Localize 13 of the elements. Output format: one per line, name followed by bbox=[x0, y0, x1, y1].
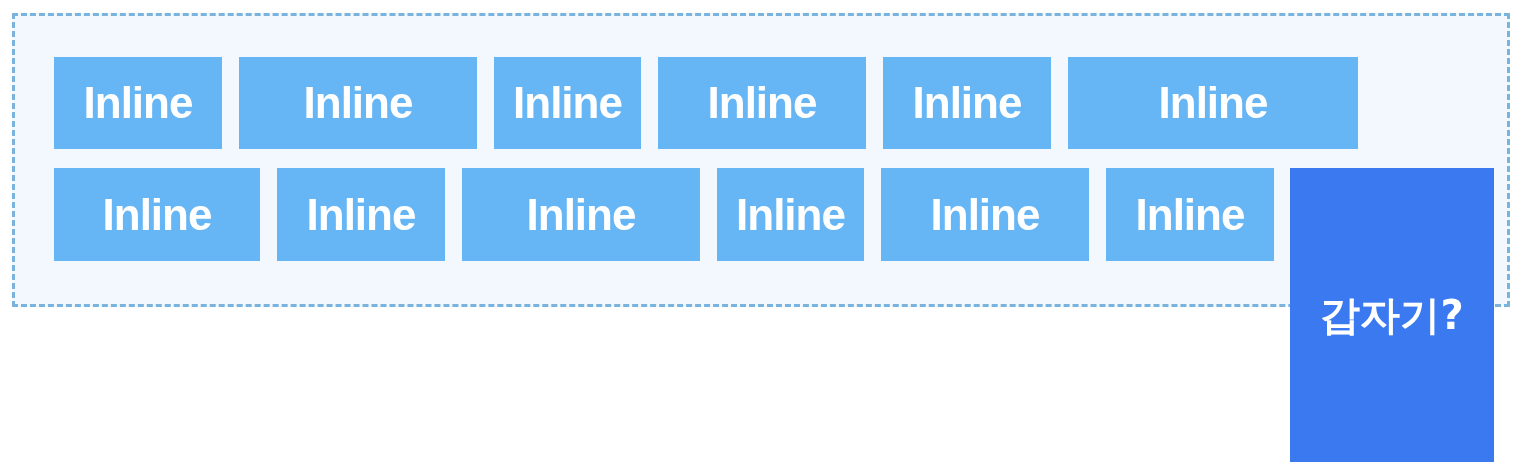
inline-box: Inline bbox=[277, 168, 445, 261]
tall-box: 갑자기? bbox=[1290, 168, 1494, 462]
inline-box: Inline bbox=[658, 57, 866, 149]
inline-box: Inline bbox=[881, 168, 1089, 261]
inline-box: Inline bbox=[883, 57, 1051, 149]
inline-box: Inline bbox=[717, 168, 864, 261]
inline-box: Inline bbox=[462, 168, 700, 261]
inline-box: Inline bbox=[1106, 168, 1274, 261]
inline-box: Inline bbox=[239, 57, 477, 149]
inline-box: Inline bbox=[494, 57, 641, 149]
inline-box: Inline bbox=[1068, 57, 1358, 149]
inline-box: Inline bbox=[54, 168, 260, 261]
inline-box: Inline bbox=[54, 57, 222, 149]
